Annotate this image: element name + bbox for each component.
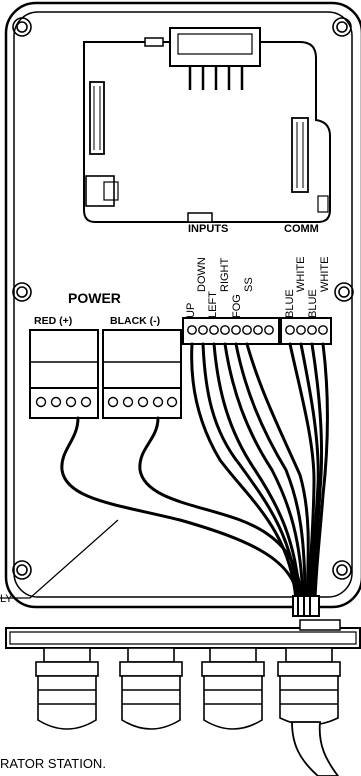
red-label: RED (+)	[34, 315, 72, 327]
terminal-label-ss: SS	[243, 277, 255, 292]
cable-gland-4	[277, 647, 341, 726]
comm-label-blue-1: BLUE	[284, 289, 296, 318]
circuit-board	[83, 27, 331, 223]
terminal-label-left: LEFT	[207, 291, 219, 318]
comm-label-white-1: WHITE	[295, 257, 307, 292]
comm-terminal-labels: BLUE WHITE BLUE WHITE	[284, 257, 331, 318]
base-plate	[5, 619, 361, 649]
cable-gland-1	[35, 647, 99, 730]
inputs-label: INPUTS	[188, 223, 228, 235]
terminal-label-up: UP	[185, 303, 197, 318]
cable-gland-3	[201, 647, 265, 730]
wiring-harness	[60, 342, 330, 602]
input-terminal-block	[182, 317, 280, 345]
cable-bundle	[292, 595, 320, 617]
input-terminal-labels: UP DOWN LEFT RIGHT FOG SS	[185, 257, 255, 318]
enclosure	[4, 1, 361, 609]
terminal-label-fog: FOG	[231, 294, 243, 318]
black-label: BLACK (-)	[110, 315, 160, 327]
power-connector-black	[102, 329, 182, 419]
mounting-holes	[12, 17, 354, 580]
caption-text: RATOR STATION.	[0, 756, 106, 771]
power-label: POWER	[68, 290, 121, 306]
comm-label: COMM	[284, 223, 319, 235]
comm-label-blue-2: BLUE	[307, 289, 319, 318]
cable-assembly-label: LY	[0, 593, 13, 605]
terminal-label-right: RIGHT	[219, 258, 231, 293]
terminal-label-down: DOWN	[196, 257, 208, 292]
outgoing-cable	[291, 721, 340, 776]
cable-assembly-callout: LY	[0, 519, 119, 605]
power-connector-red	[29, 329, 99, 419]
comm-terminal-block	[280, 317, 332, 345]
comm-label-white-2: WHITE	[319, 257, 331, 292]
cable-gland-2	[119, 647, 183, 730]
